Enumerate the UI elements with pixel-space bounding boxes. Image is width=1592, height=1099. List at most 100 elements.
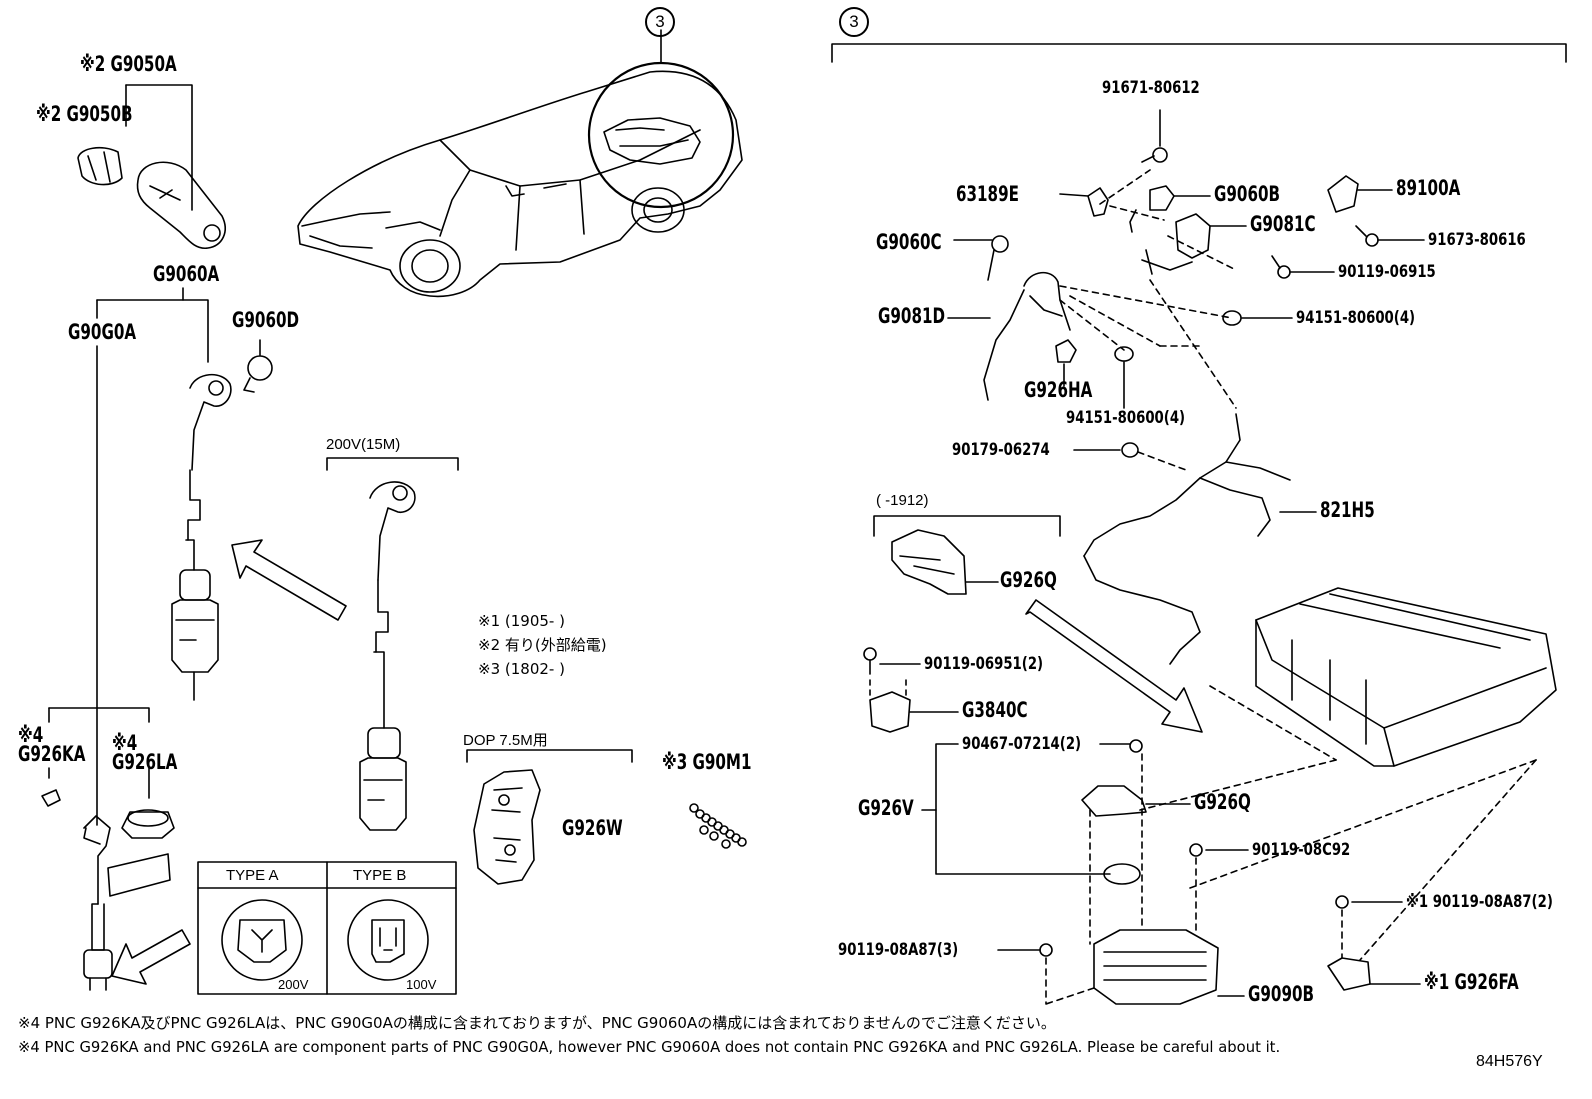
arrow-down-right — [1025, 599, 1203, 733]
car-illustration — [297, 70, 743, 298]
bolt-90119-06915 — [1271, 255, 1335, 279]
battery-pack — [1255, 587, 1557, 767]
cover-g926q-2 — [1081, 785, 1191, 817]
label-g9081c: G9081C — [1250, 212, 1316, 236]
label-g9081d: G9081D — [878, 304, 946, 328]
cable-g90g0a — [83, 815, 113, 991]
cover-g926q-1 — [891, 529, 999, 595]
holder-g926la — [121, 809, 175, 839]
bracket-g9050a — [125, 84, 193, 211]
clip-90179-06274 — [1073, 442, 1139, 458]
label-g926ka: ※4 G926KA — [18, 723, 86, 766]
label-g926w: G926W — [562, 816, 623, 840]
bolt-90467-07214 — [1099, 739, 1143, 753]
label-g90m1: ※3 G90M1 — [662, 750, 752, 774]
arrow-left — [231, 539, 347, 621]
part-g9060b — [1129, 185, 1211, 233]
label-g9060a: G9060A — [153, 262, 220, 286]
bracket-g926fa — [1327, 957, 1421, 991]
label-type-a: TYPE A — [226, 867, 279, 884]
figure-id: 84H576Y — [1476, 1053, 1543, 1070]
tag-g90g0a — [107, 853, 171, 897]
label-63189e: 63189E — [956, 182, 1019, 206]
label-g90g0a: G90G0A — [68, 320, 137, 344]
label-g926q-1: G926Q — [1000, 568, 1057, 592]
cap-g9060d — [243, 355, 273, 393]
label-g926q-2: G926Q — [1194, 790, 1251, 814]
label-g9060b: G9060B — [1214, 182, 1281, 206]
hanger-g926w — [473, 769, 541, 885]
label-90119-08a87-3: 90119-08A87(3) — [838, 940, 959, 960]
label-g926v: G926V — [858, 796, 914, 820]
bolt-91671-80612 — [1141, 109, 1168, 163]
label-91671-80612: 91671-80612 — [1102, 78, 1200, 98]
note-1: ※1 (1905- ) — [478, 612, 565, 630]
label-g926ha: G926HA — [1024, 378, 1093, 402]
label-dop: DOP 7.5M用 — [463, 732, 548, 749]
callout-circle-3-assembly: 3 — [839, 7, 869, 37]
label-90119-06951: 90119-06951(2) — [924, 654, 1044, 674]
plug-g9060c — [953, 235, 1009, 281]
label-90119-08a87-2: ※1 90119-08A87(2) — [1406, 892, 1553, 912]
car-detail-circle — [587, 29, 735, 209]
bracket-dop — [466, 749, 633, 763]
bolt-90119-08a87-3 — [997, 943, 1053, 957]
label-90179-06274: 90179-06274 — [952, 440, 1050, 460]
outlet-type-table — [197, 861, 457, 995]
grommet-94151-a — [1222, 310, 1293, 326]
disc-g926v — [1103, 863, 1141, 885]
unit-g9090b — [1093, 929, 1245, 1005]
grommet-94151-b — [1114, 346, 1134, 409]
note-2: ※2 有り(外部給電) — [478, 636, 607, 654]
bolt-91673-80616 — [1355, 225, 1425, 247]
bracket-89100a — [1327, 175, 1393, 213]
bolt-90119-06951 — [863, 647, 921, 675]
grommet-g926ha — [1055, 339, 1077, 387]
label-g9060d: G9060D — [232, 308, 300, 332]
footer-note-jp: ※4 PNC G926KA及びPNC G926LAは、PNC G90G0Aの構成… — [18, 1014, 1056, 1032]
footer-note-en: ※4 PNC G926KA and PNC G926LA are compone… — [18, 1038, 1281, 1056]
label-821h5: 821H5 — [1320, 498, 1375, 522]
connector-63189e — [1059, 187, 1109, 217]
callout-circle-3-car: 3 — [645, 7, 675, 37]
plug-cover-g9050b — [77, 146, 123, 186]
note-3: ※3 (1802- ) — [478, 660, 565, 678]
dashed-leaders — [1059, 169, 1537, 961]
clip-g926ka — [41, 789, 61, 807]
label-200v: 200V — [278, 977, 309, 992]
harness-g9081d — [947, 271, 1071, 401]
label-90119-06915: 90119-06915 — [1338, 262, 1436, 282]
vertical-dashes — [1045, 753, 1343, 1005]
label-90119-08c92: 90119-08C92 — [1252, 840, 1351, 860]
chain-g90m1 — [689, 803, 747, 849]
label-g9050a: ※2 G9050A — [80, 52, 177, 76]
part-g3840c — [869, 679, 959, 733]
bracket-200v — [326, 457, 459, 471]
unit-g9081c — [1141, 213, 1247, 275]
label-g926fa: ※1 G926FA — [1424, 970, 1519, 994]
label-89100a: 89100A — [1396, 176, 1461, 200]
bracket-g926v — [921, 743, 1111, 875]
bracket-1912 — [873, 515, 1061, 537]
label-g926la: ※4 G926LA — [112, 731, 178, 774]
label-range-1912: ( -1912) — [876, 492, 929, 509]
charging-cable-g9060a — [171, 373, 232, 701]
label-200v-15m: 200V(15M) — [326, 436, 401, 453]
bolt-90119-08c92 — [1189, 843, 1249, 857]
label-94151-80600-b: 94151-80600(4) — [1066, 408, 1186, 428]
label-100v: 100V — [406, 977, 437, 992]
label-90467-07214: 90467-07214(2) — [962, 734, 1082, 754]
charging-cable-200v — [359, 481, 416, 831]
label-g9060c: G9060C — [876, 230, 942, 254]
label-g3840c: G3840C — [962, 698, 1028, 722]
label-g9050b: ※2 G9050B — [36, 102, 133, 126]
bracket-assembly-3 — [831, 43, 1567, 63]
label-94151-80600-a: 94151-80600(4) — [1296, 308, 1416, 328]
label-type-b: TYPE B — [353, 867, 407, 884]
harness-821h5 — [1083, 413, 1317, 665]
arrow-down-left — [111, 929, 191, 985]
bolt-90119-08a87-2 — [1335, 895, 1403, 909]
bracket-g926ka-g926la — [48, 707, 150, 799]
